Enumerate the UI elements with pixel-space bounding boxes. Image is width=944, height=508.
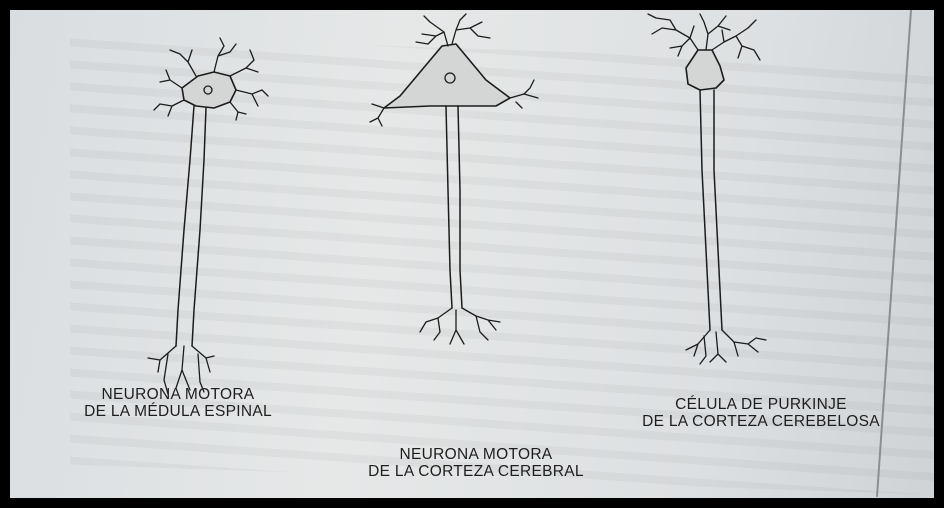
caption-line: CÉLULA DE PURKINJE (675, 396, 847, 413)
caption-purkinje-cell: CÉLULA DE PURKINJE DE LA CORTEZA CEREBEL… (586, 396, 934, 430)
caption-line: DE LA CORTEZA CEREBRAL (368, 463, 584, 480)
axon-2 (445, 105, 463, 309)
nucleus-2 (444, 72, 456, 84)
axon-3 (699, 89, 723, 331)
soma-2 (383, 43, 511, 109)
caption-line: DE LA MÉDULA ESPINAL (84, 403, 272, 420)
caption-line: NEURONA MOTORA (399, 446, 553, 463)
caption-spinal-motor-neuron: NEURONA MOTORA DE LA MÉDULA ESPINAL (28, 386, 328, 420)
nucleus-1 (203, 85, 213, 95)
basal-dendrites-2 (369, 79, 539, 127)
apical-dendrite-2 (415, 13, 491, 47)
dendrites-1 (153, 37, 269, 121)
axon-terminal-1 (147, 345, 215, 395)
dendritic-tree-3 (647, 13, 761, 61)
caption-line: DE LA CORTEZA CEREBELOSA (642, 413, 880, 430)
soma-3 (685, 49, 725, 91)
axon-terminal-2 (419, 307, 501, 345)
axon-1 (175, 105, 207, 347)
caption-cortical-motor-neuron: NEURONA MOTORA DE LA CORTEZA CEREBRAL (316, 446, 636, 480)
neuron-illustrations (147, 13, 767, 395)
spinal-motor-neuron-drawing (147, 37, 269, 395)
soma-1 (181, 71, 237, 109)
textbook-page: NEURONA MOTORA DE LA MÉDULA ESPINAL NEUR… (10, 10, 934, 498)
caption-line: NEURONA MOTORA (101, 386, 255, 403)
purkinje-cell-drawing (647, 13, 767, 365)
cortical-motor-neuron-drawing (369, 13, 539, 345)
axon-terminal-3 (685, 329, 767, 365)
